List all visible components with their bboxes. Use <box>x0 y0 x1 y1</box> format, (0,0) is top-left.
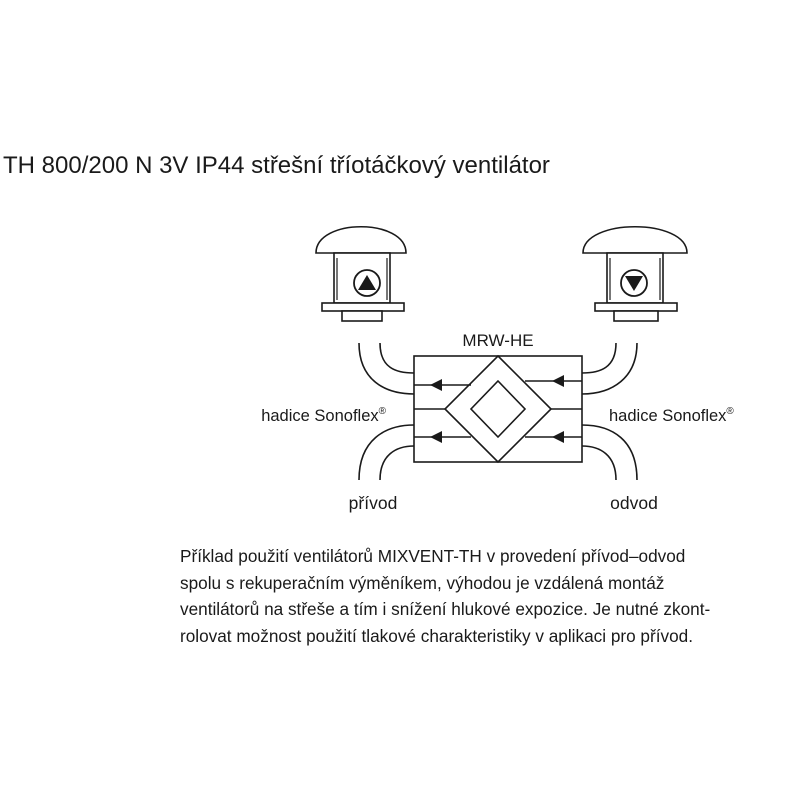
description-line: ventilátorů na střeše a tím i snížení hl… <box>180 599 711 619</box>
description-text: Příklad použití ventilátorů MIXVENT-TH v… <box>180 543 780 649</box>
registered-mark-right: ® <box>726 406 734 417</box>
airflow-arrows <box>430 375 564 443</box>
hose-label-right: hadice Sonoflex® <box>609 406 734 425</box>
description-line: Příklad použití ventilátorů MIXVENT-TH v… <box>180 546 686 566</box>
exhaust-label: odvod <box>610 493 658 513</box>
roof-fan-left <box>315 226 407 322</box>
unit-label: MRW-HE <box>462 331 533 350</box>
roof-fan-right <box>582 225 688 322</box>
arrow-up-icon <box>353 269 381 297</box>
supply-label: přívod <box>349 493 398 513</box>
hose-left-lower <box>358 424 415 481</box>
hose-label-left-text: hadice Sonoflex <box>261 407 379 425</box>
registered-mark-left: ® <box>379 406 387 417</box>
hose-left-upper <box>358 342 415 395</box>
hose-label-left: hadice Sonoflex® <box>261 406 386 425</box>
description-line: spolu s rekuperačním výměníkem, výhodou … <box>180 572 665 593</box>
hose-right-upper <box>581 342 638 395</box>
hose-label-right-text: hadice Sonoflex <box>609 407 727 425</box>
arrow-down-icon <box>620 269 648 297</box>
hose-right-lower <box>581 424 638 481</box>
description-line: rolovat možnost použití tlakové charakte… <box>180 625 693 646</box>
page-title: TH 800/200 N 3V IP44 střešní tříotáčkový… <box>3 152 550 179</box>
heat-exchanger-unit <box>413 354 583 464</box>
